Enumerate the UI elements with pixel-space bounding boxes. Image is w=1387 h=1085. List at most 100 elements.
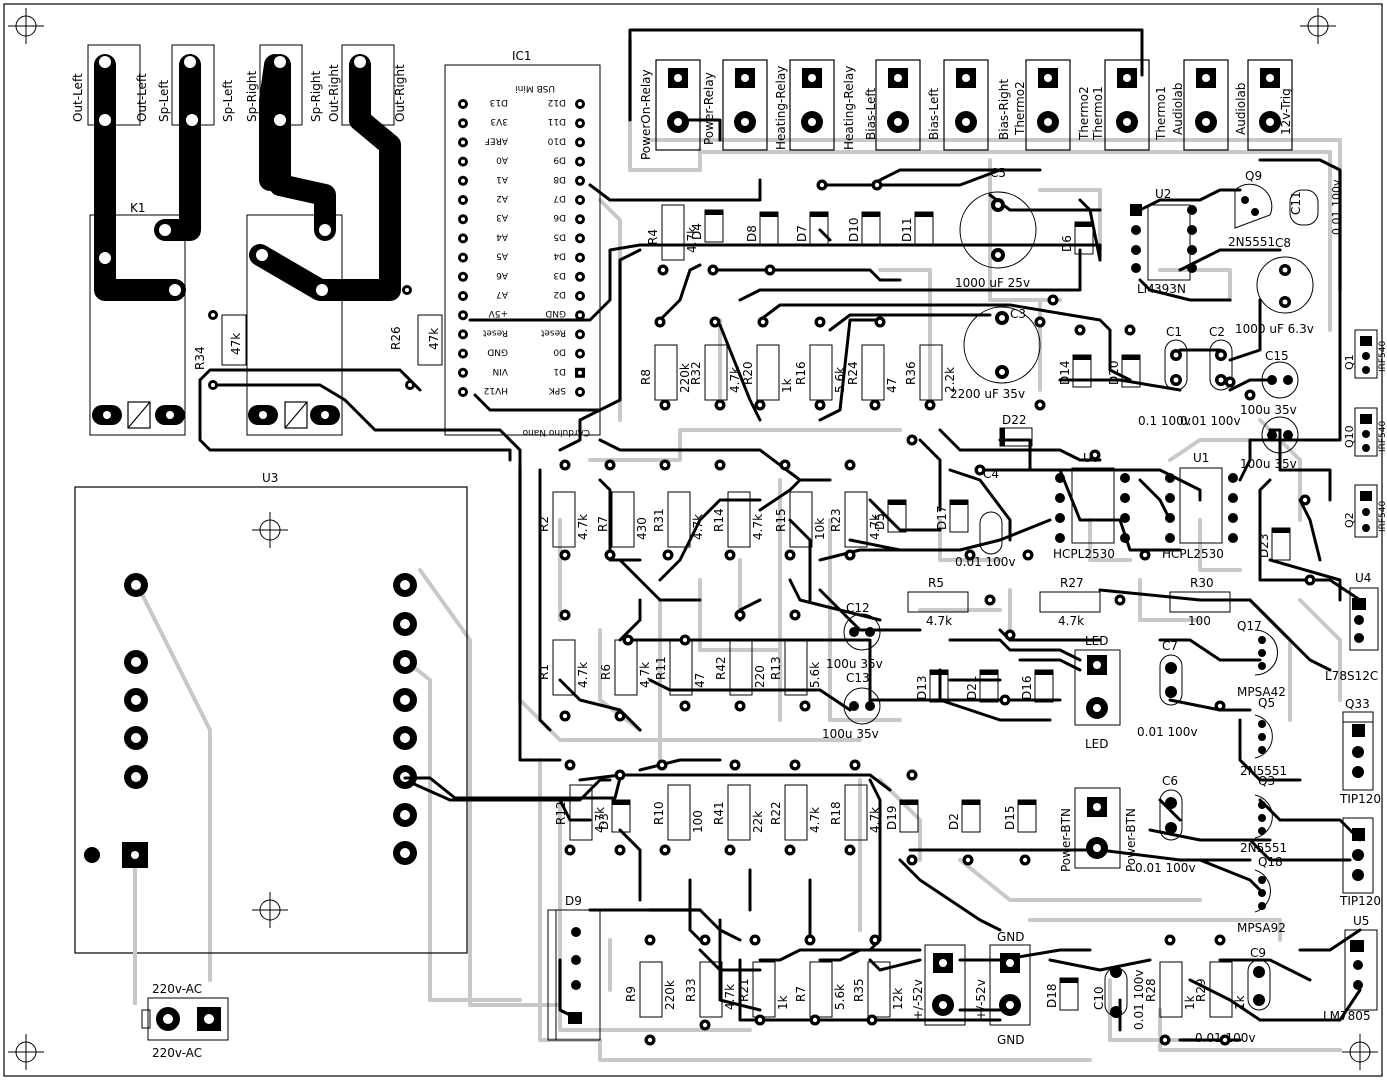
via-hole: [737, 612, 743, 618]
via-hole: [792, 612, 798, 618]
ic-packages: U2 LM393N U0 HCPL2530 U1 HCPL2530 U4 L78…: [547, 187, 1379, 1041]
via-hole: [752, 937, 758, 943]
c1-value: 0.1 100v: [1138, 414, 1191, 428]
conn-label-audiolab-b: Audiolab: [1234, 83, 1248, 135]
via-hole: [682, 703, 688, 709]
u2-ref: U2: [1155, 187, 1171, 201]
conn-label-poweron: PowerOn-Relay: [639, 69, 653, 160]
resistor-ref: R7: [794, 986, 808, 1002]
via-hole: [782, 462, 788, 468]
resistor-ref: R15: [774, 508, 788, 532]
ic1-left-pin-13-hole: [461, 351, 465, 356]
diode-band: [1075, 222, 1093, 227]
diode-ref: D18: [1045, 983, 1059, 1008]
via-hole: [1022, 857, 1028, 863]
via-hole: [812, 1017, 818, 1023]
via-hole: [717, 402, 723, 408]
via-hole: [1002, 697, 1008, 703]
ic1-right-pin-14-hole: [578, 370, 582, 375]
ic1-right-pin-label: GND: [545, 308, 566, 318]
c4-value: 0.01 100v: [955, 555, 1016, 569]
top-connector-round-pad-hole: [808, 118, 816, 126]
resistor-value: 12k: [891, 988, 905, 1010]
conn-label-audiolab: Audiolab: [1171, 83, 1185, 135]
ic1-left-pin-label: AREF: [485, 135, 508, 145]
via-hole: [660, 267, 666, 273]
vias: [559, 179, 1316, 1046]
resistor-ref: R6: [599, 664, 613, 680]
q6-value: TIP120: [1339, 894, 1381, 908]
diode-band: [1060, 978, 1078, 983]
top-connector-round-pad-hole: [1044, 118, 1052, 126]
diode-ref: D3: [597, 813, 611, 830]
via-hole: [1302, 497, 1308, 503]
resistor-body: [1039, 591, 1101, 613]
conn-label-bias-left-2: Bias-Left: [927, 88, 941, 140]
diode-band: [900, 800, 918, 805]
resistor-value: 4.7k: [638, 662, 652, 688]
via-hole: [787, 552, 793, 558]
resistor-ref: R33: [684, 978, 698, 1002]
conn-label-heating-1: Heating-Relay: [774, 66, 788, 150]
u3-right-pad-hole: [400, 580, 410, 590]
ic1-right-pin-label: SPK: [548, 385, 566, 395]
resistor-body: [784, 784, 808, 841]
top-connector-round-pad-hole: [962, 118, 970, 126]
resistor-value: 4.7k: [576, 662, 590, 688]
u3-right-pad-hole: [400, 657, 410, 667]
diode-band: [1035, 670, 1053, 675]
resistor-value: 4.7k: [685, 227, 699, 253]
top-connector-square-pad-hole: [1044, 74, 1052, 82]
ic1-right-pin-9-hole: [578, 274, 582, 279]
speaker-labels: Out-Left Out-Left Sp-Left Sp-Left Sp-Rig…: [71, 64, 407, 215]
relay-symbols: [127, 401, 308, 429]
diode-ref: D20: [1107, 360, 1121, 385]
diode-ref: D8: [745, 225, 759, 242]
power-btn-label-2: Power-BTN: [1124, 808, 1138, 872]
ic1-left-pin-2-hole: [461, 140, 465, 145]
diode-ref: D7: [795, 225, 809, 242]
c5-ref: C5: [990, 166, 1006, 180]
via-hole: [1227, 379, 1233, 385]
via-hole: [1307, 577, 1313, 583]
via-hole: [909, 857, 915, 863]
c6-ref: C6: [1162, 774, 1178, 788]
ic1-right-pin-label: D8: [553, 174, 566, 184]
d9-ref: D9: [565, 894, 582, 908]
ic1-right-pin-3-hole: [578, 159, 582, 164]
via-hole: [1127, 327, 1133, 333]
via-hole: [607, 462, 613, 468]
via-hole: [1025, 552, 1031, 558]
diode-band: [862, 212, 880, 217]
resistor-ref: R4: [646, 229, 660, 245]
ic1-left-pin-label: 3V3: [490, 116, 508, 126]
resistor-body: [661, 204, 685, 261]
top-connector-body: [789, 59, 835, 151]
via-hole: [847, 462, 853, 468]
resistor-ref: R21: [737, 978, 751, 1002]
top-connector-square-pad-hole: [962, 74, 970, 82]
resistor-value: 4.7k: [593, 807, 607, 833]
diode-ref: D6: [1060, 235, 1074, 252]
via-hole: [1247, 392, 1253, 398]
resistor-value: 220: [753, 665, 767, 688]
q2-value: IRF540: [1378, 500, 1387, 532]
c1-ref: C1: [1166, 325, 1182, 339]
resistor-value: 1k: [780, 378, 794, 393]
via-hole: [702, 1022, 708, 1028]
diode-band: [980, 670, 998, 675]
label-sp-right-2: Sp-Right: [309, 71, 323, 122]
conn-label-heating-2: Heating-Relay: [842, 66, 856, 150]
resistor-ref: R11: [654, 656, 668, 680]
r34-ref: R34: [193, 346, 207, 370]
conn-label-power-relay: Power-Relay: [702, 72, 716, 145]
gnd-label-top: GND: [997, 930, 1025, 944]
via-hole: [872, 402, 878, 408]
c11-value: 0.01 100v: [1330, 179, 1343, 235]
top-connector-round-pad-hole: [1202, 118, 1210, 126]
q3-ref: Q3: [1258, 774, 1275, 788]
via-hole: [987, 597, 993, 603]
diode-band: [1018, 800, 1036, 805]
ic1-left-pin-14-hole: [461, 370, 465, 375]
